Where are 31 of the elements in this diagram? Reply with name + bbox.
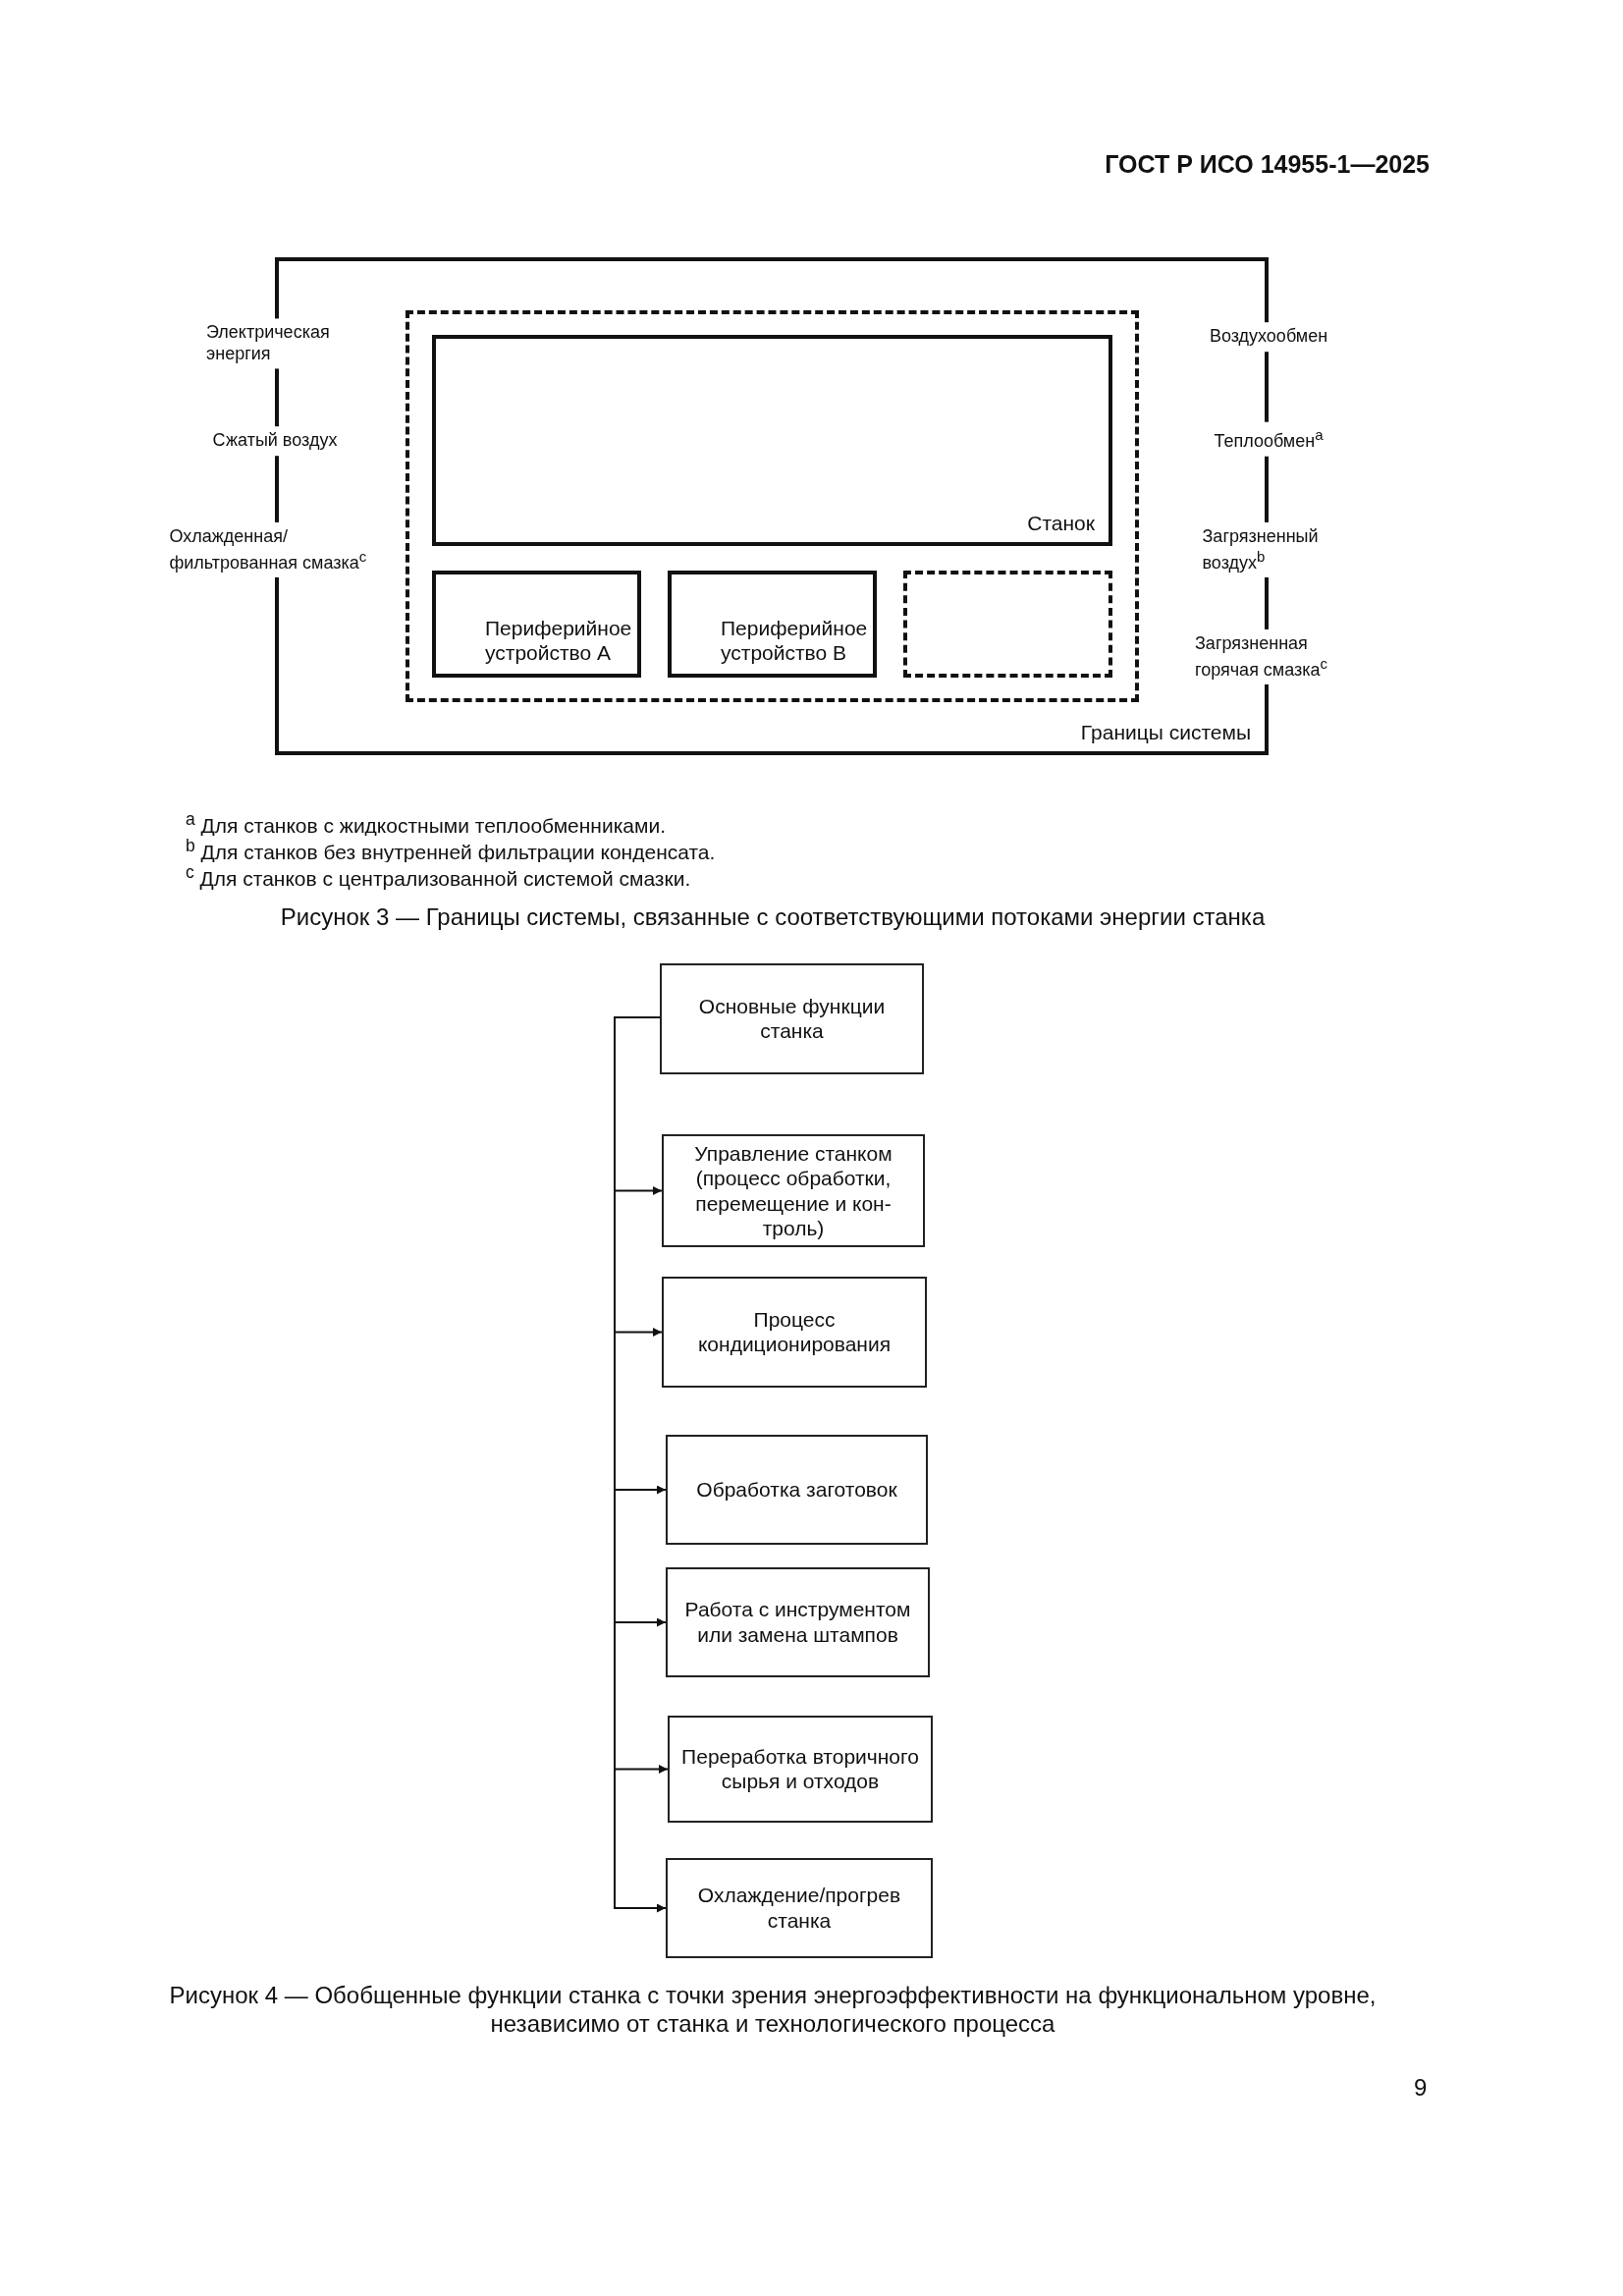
- flow-label: Теплообмен$^{a}$: [1214, 421, 1324, 457]
- box-label: Периферийное устройство В: [721, 615, 865, 666]
- arrow: [614, 1016, 667, 1913]
- flow-label: Сжатый воздух: [212, 426, 338, 456]
- box-label: Процесс кондиционирования: [696, 1306, 893, 1358]
- box-label: Границы системы: [1080, 720, 1251, 745]
- box-label: Основные функции станка: [697, 993, 887, 1045]
- device-box: [432, 571, 641, 678]
- function-box: [668, 1716, 933, 1823]
- box-label: Охлаждение/прогрев станка: [696, 1883, 902, 1934]
- footnote: $^{c}$ Для станков с централизованной системой смазки.: [186, 862, 691, 892]
- figure-caption: Рисунок 3 — Границы системы, связанные с соответствующими потоками энергии станка: [279, 903, 1267, 932]
- function-box: [662, 1134, 925, 1247]
- function-box: [666, 1567, 930, 1677]
- machine-box: [432, 335, 1112, 546]
- dashed-box: [903, 571, 1112, 678]
- flow-label: Воздухообмен: [1209, 322, 1328, 352]
- box-label: Переработка вторичного сырья и отходов: [681, 1743, 919, 1795]
- function-box: [666, 1435, 928, 1545]
- box-label: Работа с инструментом или замена штампов: [683, 1597, 912, 1648]
- box-label: Управление станком (процесс обработки, перемещение и кон-троль): [693, 1140, 893, 1241]
- footnote: $^{b}$ Для станков без внутренней фильтрации конденсата.: [186, 836, 716, 865]
- box-label: Обработка заготовок: [695, 1477, 898, 1503]
- function-box: [660, 963, 924, 1074]
- box-label: Станок: [1027, 511, 1095, 536]
- box-label: Периферийное устройство А: [485, 615, 629, 666]
- function-box: [662, 1277, 927, 1388]
- dashed-box: [406, 310, 1139, 702]
- figure-caption: Рисунок 4 — Обобщенные функции станка с точки зрения энергоэффективности на функциональном уровне, независимо от станка и технологического процесса: [168, 1982, 1378, 2039]
- device-box: [668, 571, 877, 678]
- function-box: [666, 1858, 933, 1958]
